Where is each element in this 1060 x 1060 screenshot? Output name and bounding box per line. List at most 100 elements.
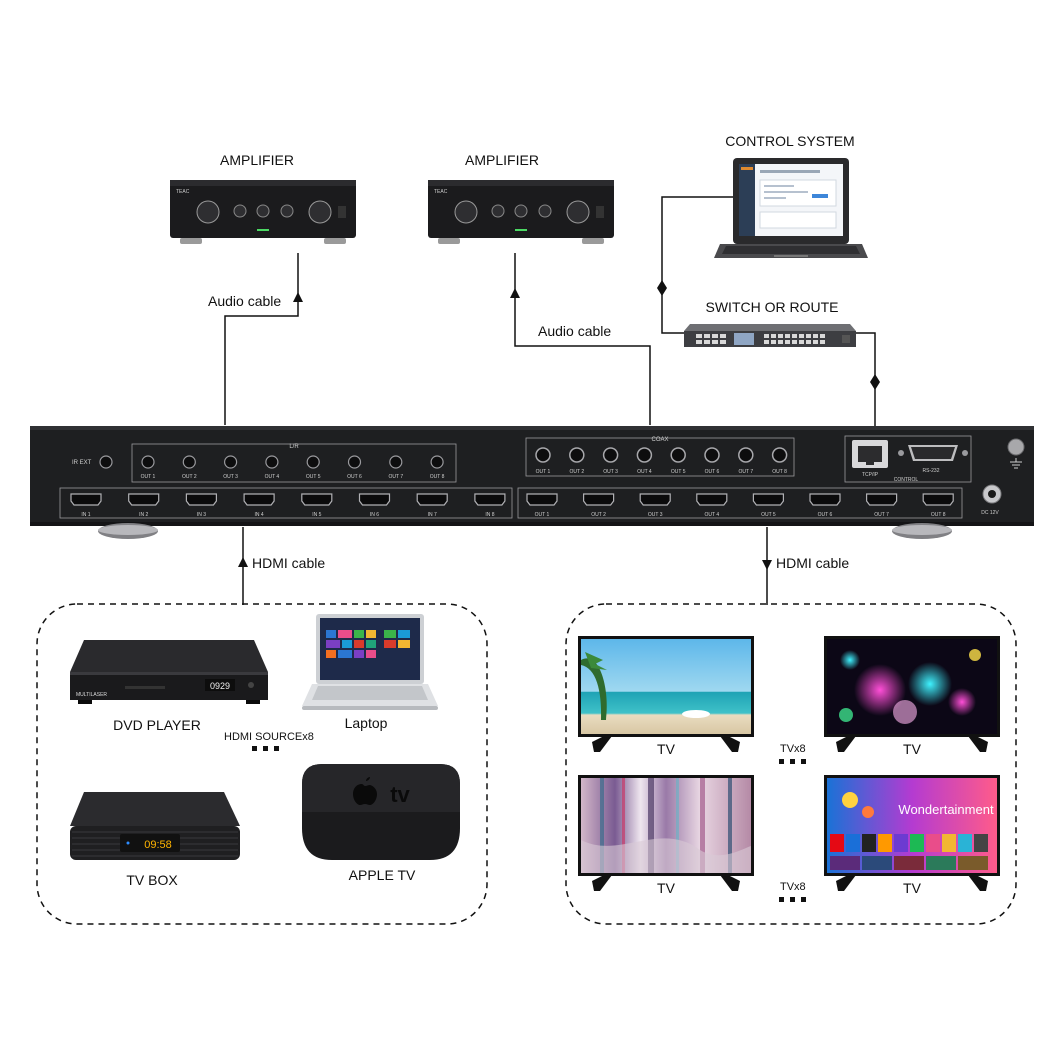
source-count-label: HDMI SOURCEx8 [224, 731, 314, 743]
hdmi-out-port-label-3: OUT 3 [648, 512, 663, 518]
sources-group-frame [36, 603, 488, 925]
tcpip-label: TCP/IP [862, 472, 879, 478]
laptop-label: Laptop [344, 715, 388, 731]
apple-tv-logo-text: tv [390, 782, 410, 807]
tv-4: Wondertainment [824, 775, 1000, 891]
dvd-brand: MULTILASER [76, 692, 107, 698]
tv-4-label: TV [903, 880, 921, 896]
hdmi-out-port-label-5: OUT 5 [761, 512, 776, 518]
coax-jack-3 [602, 447, 619, 463]
tv-1-label: TV [657, 741, 675, 757]
coax-jack-label-6: OUT 6 [705, 469, 720, 475]
hdmi-in-port-label-8: IN 8 [485, 512, 494, 518]
apple-tv-label: APPLE TV [348, 867, 416, 883]
apple-tv: tv [302, 764, 460, 860]
control-link-arrow-down [657, 288, 667, 296]
switch-link-arrow-down [870, 382, 880, 390]
coax-jack-2 [569, 447, 585, 463]
hdmi-out-port-label-6: OUT 6 [818, 512, 833, 518]
lr-jack-label-1: OUT 1 [141, 474, 156, 480]
hdmi-in-port-2 [128, 493, 160, 506]
hdmi-in-port-label-7: IN 7 [428, 512, 437, 518]
coax-jack-6 [704, 447, 720, 463]
amplifier-right: TEAC [428, 180, 614, 244]
coax-jack-8 [771, 447, 788, 463]
tv-2-label: TV [903, 741, 921, 757]
coax-jack-7 [738, 447, 754, 463]
lr-outputs-frame [131, 443, 457, 483]
switch-to-matrix-line [850, 332, 876, 430]
lr-jack-2 [182, 455, 196, 469]
hdmi-out-port-2 [583, 493, 615, 506]
hdmi-out-port-1 [526, 493, 558, 506]
tvbox-display: 09:58 [144, 839, 172, 851]
connection-lines [224, 196, 880, 605]
coax-jack-label-1: OUT 1 [536, 469, 551, 475]
tv-count-top-label: TVx8 [780, 743, 806, 755]
control-system-label: CONTROL SYSTEM [725, 133, 855, 149]
amplifier-right-brand: TEAC [434, 189, 448, 195]
lr-jack-7 [389, 455, 403, 469]
tv-1 [578, 636, 754, 752]
hdmi-in-port-label-1: IN 1 [81, 512, 90, 518]
tv-count-bottom-label: TVx8 [780, 881, 806, 893]
control-link-line [661, 196, 733, 334]
hdmi-outputs-frame [517, 487, 963, 519]
audio-cable-left-label: Audio cable [208, 293, 282, 309]
control-label: CONTROL [894, 477, 919, 483]
audio-cable-right-line [514, 253, 651, 425]
hdmi-in-port-1 [70, 493, 102, 506]
control-system-laptop [714, 158, 868, 258]
lr-jack-5 [306, 455, 320, 469]
lr-jack-3 [224, 455, 238, 469]
coax-title: COAX [651, 437, 668, 443]
tv-box-label: TV BOX [126, 872, 178, 888]
lr-jack-8 [430, 455, 444, 469]
source-count-dots [252, 746, 279, 751]
hdmi-out-port-label-7: OUT 7 [874, 512, 889, 518]
hdmi-out-port-7 [866, 493, 898, 506]
ground-screw [1007, 438, 1025, 456]
amplifier-right-label: AMPLIFIER [465, 152, 539, 168]
hdmi-in-port-6 [358, 493, 391, 506]
lr-jack-4 [265, 455, 279, 469]
hdmi-out-port-6 [809, 493, 841, 506]
hdmi-in-cable-label: HDMI cable [252, 555, 326, 571]
coax-jack-label-8: OUT 8 [772, 469, 787, 475]
dvd-player-label: DVD PLAYER [113, 717, 201, 733]
lr-jack-label-4: OUT 4 [265, 474, 280, 480]
tv-2 [824, 636, 1000, 752]
ir-ext-label: IR EXT [72, 460, 92, 466]
tv-box: 09:58 [70, 792, 240, 860]
tv-count-top-dots [779, 759, 806, 764]
dc-label: DC 12V [981, 510, 999, 516]
hdmi-inputs-frame [59, 487, 513, 519]
hdmi-in-port-5 [301, 493, 333, 506]
hdmi-out-port-3 [639, 493, 671, 506]
hdmi-out-port-5 [752, 493, 784, 506]
hdmi-out-arrow [762, 560, 772, 570]
hdmi-out-port-label-8: OUT 8 [931, 512, 946, 518]
amplifier-left-label: AMPLIFIER [220, 152, 294, 168]
hdmi-out-cable-label: HDMI cable [776, 555, 850, 571]
network-switch [684, 324, 856, 347]
hdmi-in-port-4 [243, 493, 275, 506]
tv-count-bottom-dots [779, 897, 806, 902]
hdmi-in-port-3 [185, 493, 217, 506]
hdmi-in-port-label-4: IN 4 [255, 512, 264, 518]
tv-4-screen-title: Wondertainment [898, 802, 994, 817]
hdmi-in-port-label-2: IN 2 [139, 512, 148, 518]
audio-cable-left-arrow [293, 292, 303, 302]
hdmi-in-port-label-6: IN 6 [370, 512, 379, 518]
lr-jack-1 [141, 455, 155, 469]
hdmi-in-port-label-3: IN 3 [197, 512, 206, 518]
tv-3 [578, 775, 754, 891]
lr-title: L/R [289, 444, 299, 450]
coax-jack-1 [535, 447, 551, 463]
hdmi-in-port-7 [416, 493, 448, 506]
